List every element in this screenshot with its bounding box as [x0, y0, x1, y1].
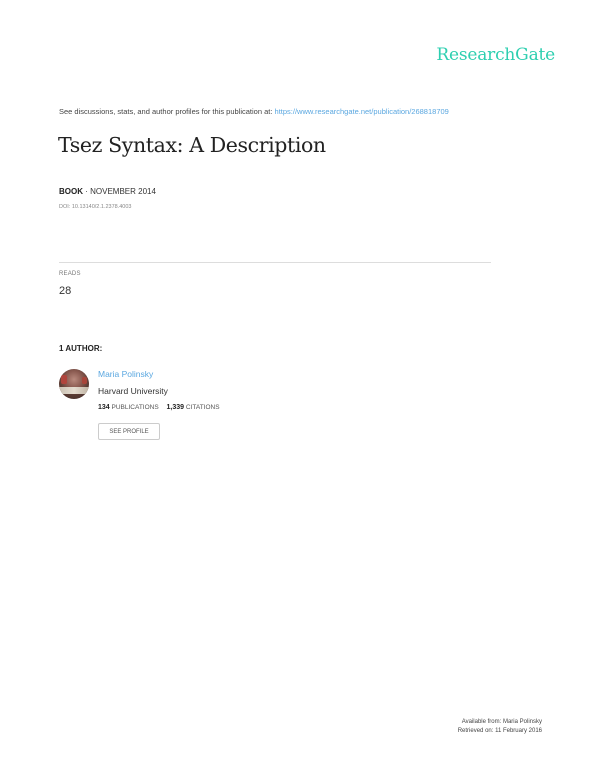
footer: Available from: Maria Polinsky Retrieved… [458, 718, 542, 736]
avatar-detail [82, 377, 87, 384]
citations-label: CITATIONS [185, 404, 220, 411]
reads-count: 28 [59, 285, 72, 297]
publication-date: NOVEMBER 2014 [90, 187, 156, 196]
author-stats: 134 PUBLICATIONS 1,339 CITATIONS [98, 404, 220, 411]
author-name-link[interactable]: Maria Polinsky [98, 369, 154, 379]
retrieved-on: Retrieved on: 11 February 2016 [457, 728, 542, 734]
authors-heading: 1 AUTHOR: [59, 344, 103, 353]
citations-count: 1,339 [166, 404, 185, 411]
intro-text: See discussions, stats, and author profi… [59, 107, 275, 116]
publication-meta: BOOK · NOVEMBER 2014 [59, 187, 156, 196]
publication-doi: DOI: 10.13140/2.1.2378.4003 [59, 204, 132, 210]
publications-label: PUBLICATIONS [111, 404, 159, 411]
intro-line: See discussions, stats, and author profi… [59, 107, 449, 116]
available-from: Available from: Maria Polinsky [461, 719, 542, 725]
publication-type: BOOK [59, 187, 83, 196]
publication-title: Tsez Syntax: A Description [58, 133, 326, 157]
author-institution: Harvard University [98, 386, 168, 396]
author-avatar[interactable] [59, 369, 89, 399]
publications-count: 134 [98, 404, 110, 411]
see-profile-button[interactable]: SEE PROFILE [98, 423, 160, 440]
avatar-detail [59, 387, 89, 394]
section-divider [59, 262, 491, 263]
meta-separator: · [83, 187, 91, 196]
researchgate-logo[interactable]: ResearchGate [436, 45, 555, 65]
avatar-detail [61, 375, 67, 384]
reads-label: READS [59, 271, 81, 277]
publication-link[interactable]: https://www.researchgate.net/publication… [274, 107, 449, 116]
